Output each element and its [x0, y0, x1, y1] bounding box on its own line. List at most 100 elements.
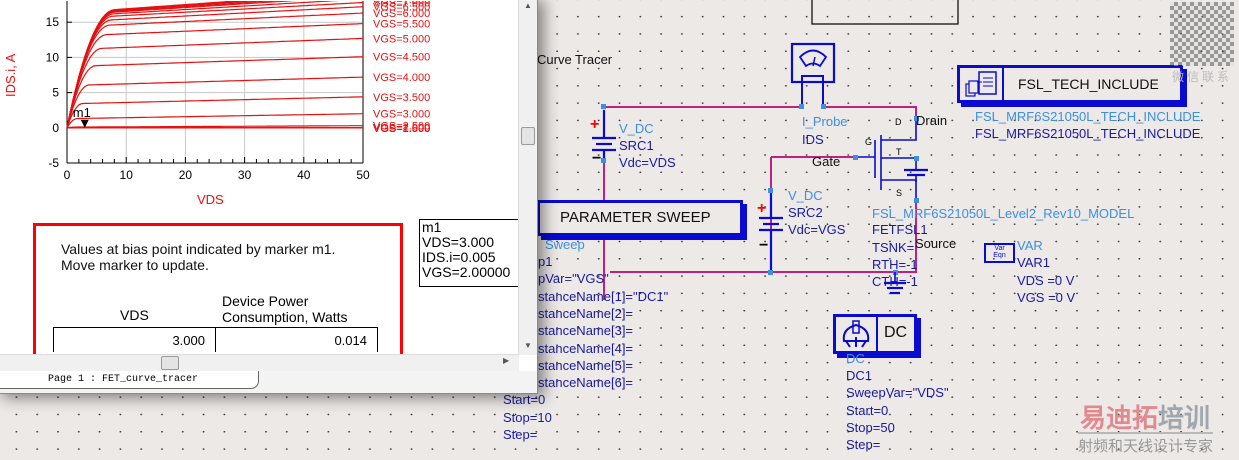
sweep-name[interactable]: p1 — [538, 254, 553, 269]
wire-nets — [603, 106, 917, 300]
annotation-frame — [811, 0, 959, 25]
var-icon-text: Var — [994, 245, 1005, 252]
series-label: VGS=2.500 — [373, 121, 430, 133]
dc-step[interactable]: Step= — [846, 437, 881, 452]
marker-m1-label: m1 — [73, 105, 91, 120]
dc-stop[interactable]: Stop=50 — [846, 420, 895, 435]
tech-include-line2[interactable]: FSL_MRF6S21050L_TECH_INCLUDE — [975, 126, 1201, 141]
sweep-var[interactable]: pVar="VGS" — [538, 271, 609, 286]
x-tick-label: 40 — [297, 168, 311, 182]
fet-pin-t: T — [896, 147, 902, 157]
scroll-up-arrow-icon[interactable]: ▲ — [524, 1, 532, 10]
series-label: VGS=8.000 — [373, 1, 430, 3]
sweep-instance-5[interactable]: stanceName[5]= — [538, 358, 634, 373]
x-tick-label: 20 — [179, 168, 193, 182]
sweep-instance-6[interactable]: stanceName[6]= — [538, 375, 634, 390]
iv-curve — [66, 113, 364, 129]
fet-pin-d: D — [895, 117, 902, 127]
var-vds[interactable]: VDS =0 V — [1017, 273, 1075, 288]
qr-caption: 微信联系 — [1172, 70, 1233, 84]
fet-pin-s: S — [896, 188, 903, 198]
series-label: VGS=7.500 — [373, 1, 430, 6]
vertical-scroll-thumb[interactable] — [521, 127, 535, 145]
fet-param-cth[interactable]: CTH=-1 — [872, 274, 918, 289]
series-label: VGS=3.000 — [373, 109, 430, 121]
table-row: 3.000 0.014 — [53, 327, 378, 352]
series-label: VGS=6.500 — [373, 2, 430, 14]
dc-label: DC — [884, 324, 908, 341]
src2-vdc[interactable]: Vdc=VGS — [788, 222, 846, 237]
chart-y-label: IDS.i, A — [3, 53, 18, 97]
net-label-source[interactable]: Source — [915, 236, 957, 251]
series-label: VGS=1.000 — [373, 123, 430, 135]
var-vgs[interactable]: VGS =0 V — [1017, 290, 1076, 305]
y-tick-label: 0 — [52, 121, 59, 135]
vertical-scrollbar[interactable]: ▲ ▼ — [518, 0, 537, 355]
net-label-drain[interactable]: Drain — [916, 113, 948, 128]
sweep-start[interactable]: Start=0 — [503, 392, 546, 407]
sweep-instance-3[interactable]: stanceName[3]= — [538, 323, 634, 338]
scroll-right-arrow-icon[interactable]: ▶ — [503, 356, 510, 365]
series-label: VGS=4.000 — [373, 72, 430, 84]
dc-type: DC — [846, 351, 865, 366]
col-header-vds: VDS — [120, 307, 149, 323]
iv-curve — [66, 37, 364, 128]
power-table: 3.000 0.014 — [53, 327, 378, 352]
var-type: VAR — [1017, 238, 1043, 253]
var-name[interactable]: VAR1 — [1017, 255, 1050, 270]
fet-name[interactable]: FETFSL1 — [872, 222, 928, 237]
fet-pin-g: G — [865, 137, 873, 147]
iv-curve — [66, 1, 279, 128]
y-tick-label: 10 — [46, 50, 60, 64]
horizontal-scroll-thumb[interactable] — [161, 356, 179, 370]
src2-battery-icon — [759, 188, 783, 275]
page-tab[interactable]: Page 1 : FET_curve_tracer — [0, 371, 259, 389]
iv-curve — [66, 12, 364, 128]
src1-vdc[interactable]: Vdc=VDS — [619, 155, 676, 170]
dc-controller-icon — [836, 317, 878, 351]
sweep-step[interactable]: Step= — [503, 427, 538, 442]
tech-include-component[interactable]: FSL_TECH_INCLUDE — [957, 65, 1183, 103]
sweep-stop[interactable]: Stop=10 — [503, 410, 552, 425]
dc-start[interactable]: Start=0 — [846, 403, 889, 418]
sweep-instance-4[interactable]: stanceName[4]= — [538, 341, 634, 356]
iv-curve — [66, 56, 364, 128]
parameter-sweep-label: PARAMETER SWEEP — [560, 209, 711, 226]
sweep-instance-1[interactable]: stanceName[1]="DC1" — [538, 289, 669, 304]
net-label-gate[interactable]: Gate — [812, 154, 841, 169]
src1-type: V_DC — [619, 121, 654, 136]
iv-curve — [66, 1, 364, 128]
y-tick-label: 15 — [46, 15, 60, 29]
qr-code-watermark — [1170, 2, 1234, 66]
iv-curve — [66, 1, 340, 128]
bias-info-line1: Values at bias point indicated by marker… — [61, 241, 336, 257]
src2-type: V_DC — [788, 188, 823, 203]
var-eqn-icon[interactable]: Var Eqn — [984, 243, 1015, 263]
series-label: VGS=4.500 — [373, 52, 430, 64]
parameter-sweep-component[interactable]: PARAMETER SWEEP — [537, 200, 743, 236]
include-file-icon — [960, 68, 1004, 100]
eqn-icon-text: Eqn — [993, 252, 1006, 259]
src2-plus-sign: + — [757, 200, 767, 217]
sweep-type: Sweep — [545, 237, 585, 252]
brand-watermark: 易迪拓培训 — [1080, 398, 1210, 435]
i-probe-icon — [790, 42, 836, 109]
marker-readout[interactable]: m1 VDS=3.000 IDS.i=0.005 VGS=2.00000 — [419, 219, 523, 287]
fet-param-tsnk[interactable]: TSNK= — [872, 240, 915, 255]
dc-sweepvar[interactable]: SweepVar="VDS" — [846, 385, 949, 400]
fet-param-rth[interactable]: RTH=-1 — [872, 257, 918, 272]
i-probe-name[interactable]: IDS — [802, 132, 824, 147]
horizontal-scrollbar[interactable]: ▶ — [0, 354, 519, 371]
src1-name[interactable]: SRC1 — [619, 138, 654, 153]
sweep-instance-2[interactable]: stanceName[2]= — [538, 306, 634, 321]
y-tick-label: 5 — [52, 86, 59, 100]
marker-readout-vgs: VGS=2.00000 — [422, 264, 511, 280]
dc-simulation-component[interactable]: DC — [833, 314, 917, 354]
scroll-down-arrow-icon[interactable]: ▼ — [524, 341, 532, 350]
series-label: VGS=5.000 — [373, 33, 430, 45]
dc-name[interactable]: DC1 — [846, 368, 873, 383]
bias-info-line2: Move marker to update. — [61, 257, 209, 273]
src2-name[interactable]: SRC2 — [788, 205, 823, 220]
